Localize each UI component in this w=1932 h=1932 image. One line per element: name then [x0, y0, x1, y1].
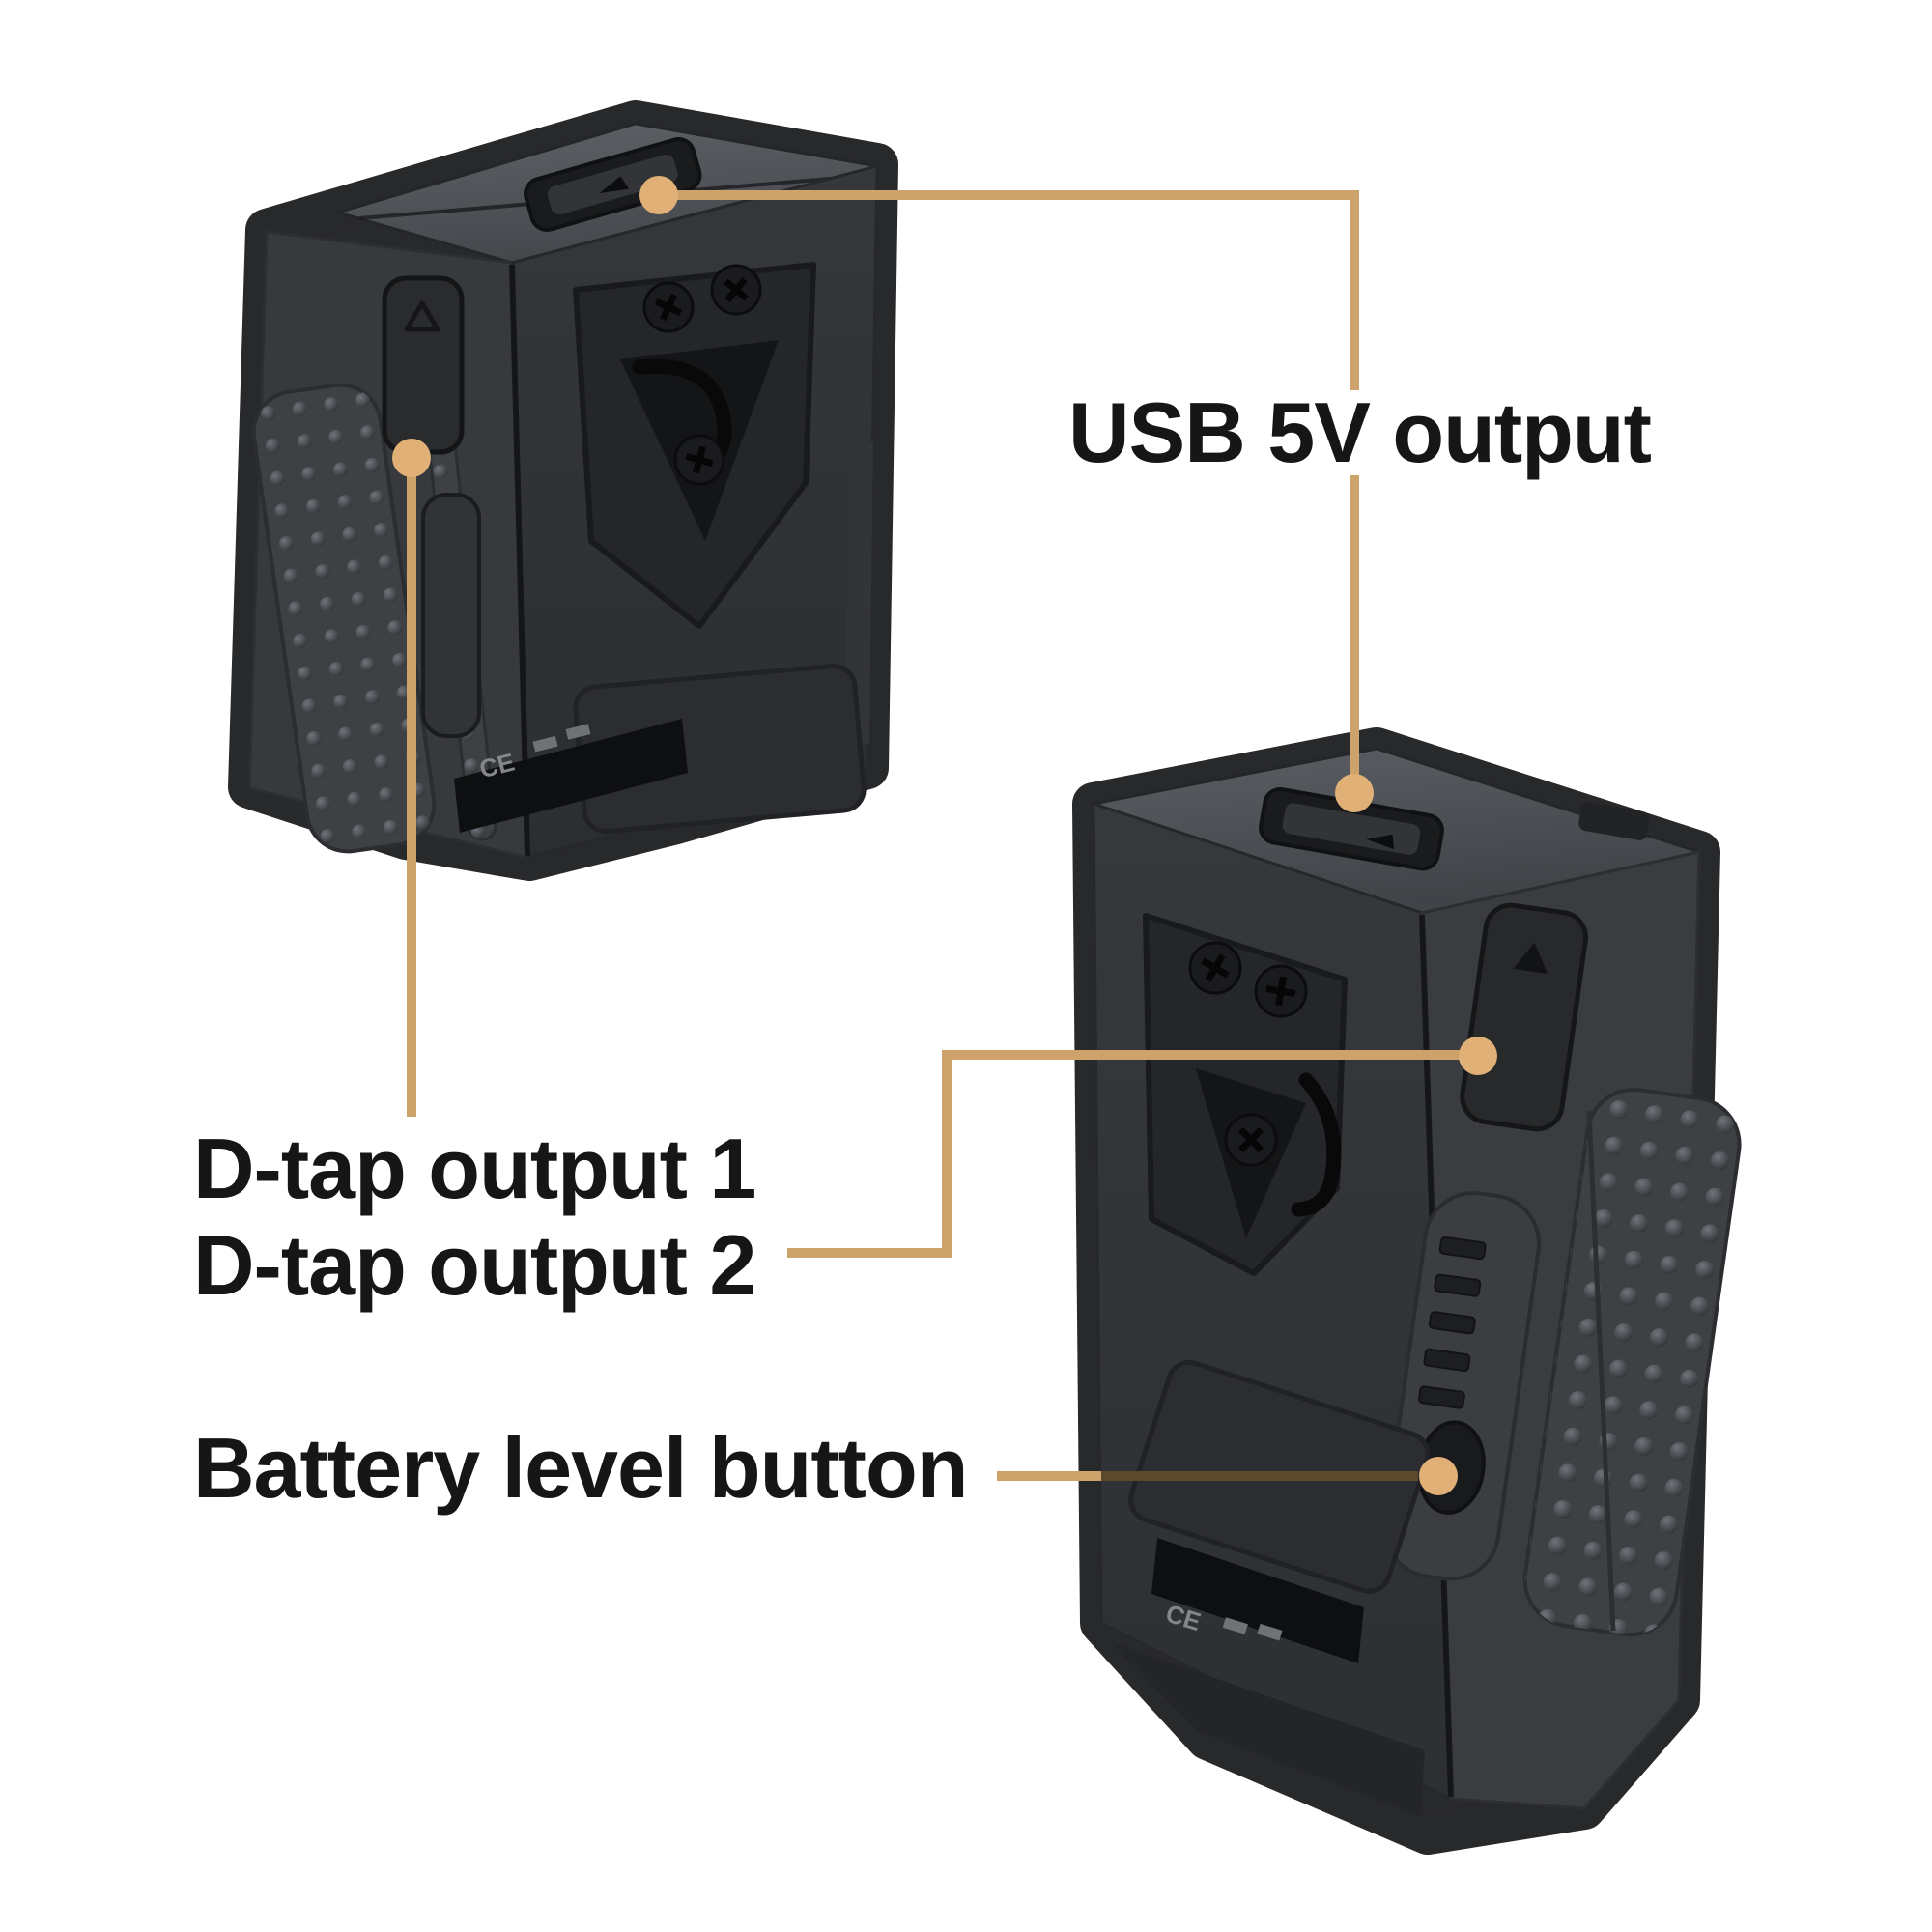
contact-slot-2	[1151, 1538, 1364, 1663]
leader-line-usb	[659, 190, 1359, 793]
d-tap-arrow-icon	[404, 300, 440, 332]
battery-1: CE	[228, 100, 898, 881]
foot-step-2	[1111, 1642, 1425, 1816]
d-tap-output-label: D-tap output 1 D-tap output 2	[193, 1121, 756, 1314]
d-tap-cover-1b	[421, 493, 481, 738]
d-tap-cover-2	[1460, 902, 1588, 1132]
latch-arrow-icon	[1366, 834, 1395, 850]
leader-line-dtap-2	[787, 1050, 1478, 1258]
callout-dots	[392, 176, 1497, 1495]
contact-slot-1	[454, 719, 688, 833]
screw-icon	[642, 281, 695, 333]
v-rail-1	[846, 442, 873, 746]
grip-texture-2	[1522, 1087, 1742, 1637]
usb-output-label: USB 5V output	[1059, 390, 1661, 475]
usb-latch-1	[524, 136, 702, 232]
callout-dot-dtap-2	[1459, 1037, 1497, 1075]
d-tap-output-2-label: D-tap output 2	[193, 1217, 756, 1313]
v-mount-plate-1	[573, 262, 873, 746]
screw-icon	[673, 434, 725, 486]
v-mount-plate-2	[1143, 913, 1348, 1276]
callout-dot-dtap-1	[392, 439, 431, 477]
screw-icon	[1224, 1113, 1278, 1167]
d-tap-output-1-label: D-tap output 1	[193, 1121, 756, 1216]
callout-dot-usb-2	[1335, 774, 1374, 812]
d-tap-arrow-icon	[1513, 942, 1548, 974]
latch-hook-2	[1291, 1072, 1342, 1217]
battery-level-label: Battery level button	[193, 1420, 968, 1516]
battery-level-led-window	[1418, 1236, 1487, 1409]
screw-icon	[1188, 941, 1242, 995]
callout-dot-battery-level	[1419, 1457, 1458, 1495]
latch-arrow-icon	[599, 176, 630, 194]
screw-icon	[710, 264, 762, 316]
callout-dot-usb-1	[639, 176, 678, 214]
screw-icon	[1254, 964, 1308, 1018]
top-connector-2	[1578, 802, 1650, 840]
callout-lines	[407, 190, 1478, 1481]
battery-2: CE	[1072, 727, 1742, 1855]
d-tap-cover-1a	[382, 275, 465, 455]
